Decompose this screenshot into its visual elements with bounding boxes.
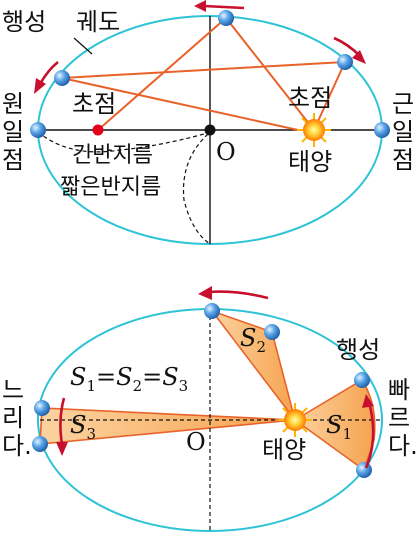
svg-text:근: 근 — [392, 90, 414, 118]
radius-lines — [61, 16, 347, 132]
sector-s3 — [39, 407, 296, 445]
sun-bottom-icon — [277, 402, 313, 438]
arrow-bottom-left — [59, 397, 66, 445]
label-center-top: O — [216, 138, 236, 166]
label-aphelion: 원 일 점 — [2, 90, 24, 174]
svg-text:일: 일 — [392, 118, 414, 146]
arrow-bottom-right — [364, 405, 375, 469]
planet-top-2 — [337, 54, 353, 70]
planet-bottom-s1-a — [354, 372, 370, 388]
arrow-bottom-top — [209, 290, 269, 300]
sector-s2 — [209, 309, 296, 421]
label-semi-major: 긴반지름 — [72, 143, 153, 168]
bottom-area-diagram: S1=S2=S3 S2 S3 S1 O 태양 행성 느 리 다. 빠 르 다. — [2, 286, 418, 532]
label-focus-right: 초점 — [288, 84, 332, 112]
label-fast: 빠 르 다. — [388, 376, 418, 460]
semi-minor-guide — [182, 133, 211, 245]
svg-text:빠: 빠 — [388, 376, 410, 404]
svg-text:다.: 다. — [2, 432, 32, 460]
svg-text:원: 원 — [2, 90, 24, 118]
label-orbit: 궤도 — [76, 8, 120, 36]
arrow-top-center — [203, 4, 245, 10]
label-s1: S1 — [326, 411, 352, 443]
label-center-bottom: O — [186, 428, 206, 456]
svg-text:느: 느 — [2, 376, 24, 404]
planet-bottom-s2-b — [264, 324, 280, 340]
label-sun-bottom: 태양 — [262, 436, 306, 464]
label-semi-minor: 짧은반지름 — [60, 175, 161, 200]
planet-bottom-s2-a — [204, 303, 220, 319]
svg-text:르: 르 — [388, 404, 410, 432]
center-dot — [204, 124, 216, 136]
planet-top-aphelion — [30, 122, 46, 138]
sun-top-icon — [296, 112, 332, 148]
label-planet-bottom: 행성 — [336, 336, 380, 364]
planet-top-perihelion — [374, 122, 390, 138]
label-focus-left: 초점 — [72, 90, 116, 118]
svg-text:점: 점 — [392, 146, 414, 174]
arrowhead-bottom-top — [198, 286, 212, 300]
orbit-label-pointer — [73, 37, 93, 55]
planet-top-3 — [54, 70, 70, 86]
top-orbit-diagram: 행성 궤도 초점 초점 O 긴반지름 짧은반지름 태양 원 일 점 근 일 점 — [2, 0, 414, 245]
semi-major-guide — [37, 131, 205, 153]
arrowhead-bottom-left — [56, 442, 68, 456]
arrowhead-top-center — [194, 0, 206, 12]
planet-bottom-s3-a — [34, 400, 50, 416]
svg-text:일: 일 — [2, 118, 24, 146]
planet-bottom-s1-b — [356, 462, 372, 478]
empty-focus-dot — [92, 124, 104, 136]
area-equation: S1=S2=S3 — [70, 363, 188, 395]
radius-line-path — [61, 16, 347, 132]
label-perihelion: 근 일 점 — [392, 90, 414, 174]
label-sun-top: 태양 — [288, 148, 332, 176]
label-slow: 느 리 다. — [2, 376, 32, 460]
svg-text:점: 점 — [2, 146, 24, 174]
label-s2: S2 — [240, 324, 266, 356]
planet-bottom-s3-b — [32, 436, 48, 452]
arrowhead-top-left — [34, 78, 46, 94]
svg-text:다.: 다. — [388, 432, 418, 460]
planet-top-1 — [218, 10, 234, 26]
arrowhead-top-right — [352, 50, 366, 64]
arrowhead-bottom-right — [362, 394, 374, 408]
svg-text:리: 리 — [2, 404, 24, 432]
label-planet-top: 행성 — [2, 8, 46, 36]
label-s3: S3 — [70, 411, 96, 443]
